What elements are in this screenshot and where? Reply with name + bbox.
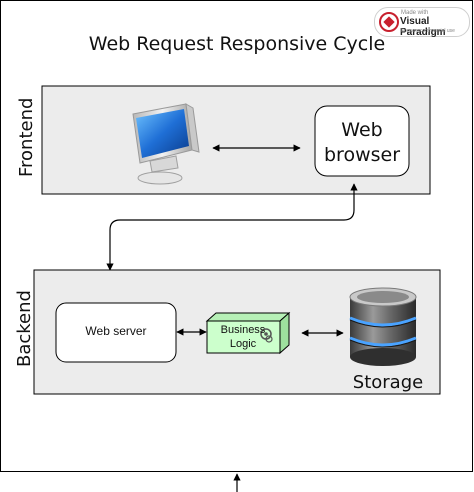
lane-label-backend: Backend bbox=[14, 290, 35, 367]
diagram-title: Web Request Responsive Cycle bbox=[88, 33, 386, 55]
outer-frame bbox=[0, 0, 473, 472]
web-server-label: Web server bbox=[85, 324, 147, 338]
frontend-backend-connector bbox=[106, 183, 358, 271]
business-logic-box bbox=[205, 311, 291, 355]
watermark-subtitle: For non-commercial use bbox=[401, 28, 455, 34]
computer-monitor-icon bbox=[132, 103, 200, 185]
gear-icon bbox=[260, 328, 273, 343]
watermark-brand: Visual Paradigm bbox=[400, 16, 446, 38]
visual-paradigm-logo-icon bbox=[379, 12, 399, 32]
storage-label: Storage bbox=[352, 372, 424, 393]
web-browser-label: Web browser bbox=[323, 119, 401, 166]
lane-label-frontend: Frontend bbox=[16, 97, 37, 177]
visual-paradigm-watermark: Made with Visual Paradigm For non-commer… bbox=[374, 7, 470, 38]
watermark-made-with: Made with bbox=[401, 10, 429, 16]
business-logic-label: Business Logic bbox=[220, 324, 266, 350]
database-icon bbox=[349, 287, 417, 366]
web-server-box bbox=[55, 302, 177, 363]
web-browser-box bbox=[314, 105, 410, 177]
